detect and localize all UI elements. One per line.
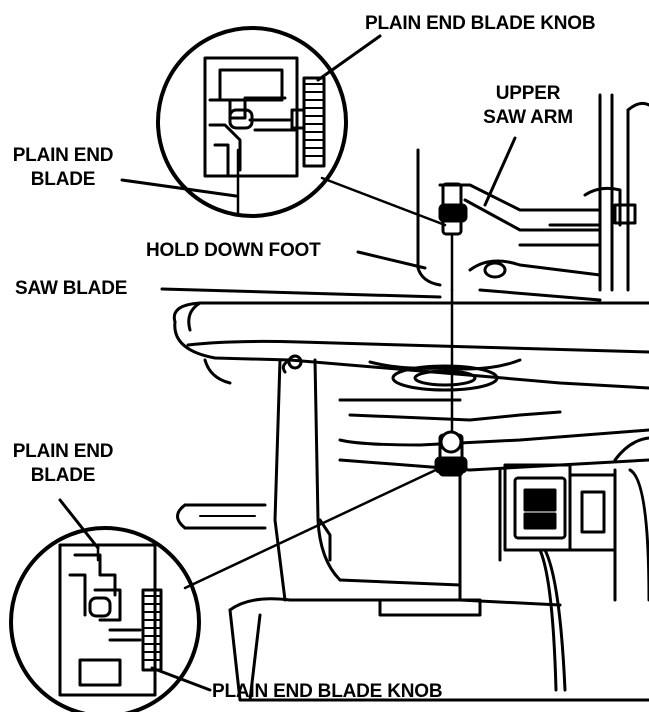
- lower-detail-circle: [9, 526, 201, 712]
- label-plain-end-blade-bottom-line-1: PLAIN END: [12, 441, 114, 462]
- label-plain-end-blade-bottom: PLAIN END BLADE: [4, 440, 122, 488]
- upper-blade-clamp: [438, 182, 468, 292]
- label-saw-blade: SAW BLADE: [15, 278, 128, 299]
- label-upper-saw-arm-line-2: SAW ARM: [483, 107, 573, 128]
- label-plain-end-blade-bottom-line-2: BLADE: [30, 465, 96, 486]
- saw-table-drawing: [172, 301, 649, 422]
- label-upper-saw-arm-line-1: UPPER: [495, 83, 561, 104]
- label-hold-down-foot: HOLD DOWN FOOT: [146, 240, 321, 261]
- label-plain-end-blade-top-line-1: PLAIN END: [12, 145, 114, 166]
- lower-blade-clamp: [434, 288, 468, 477]
- motor-and-switch-drawing: [503, 436, 649, 692]
- label-upper-saw-arm: UPPER SAW ARM: [478, 82, 578, 130]
- label-plain-end-blade-knob-bottom: PLAIN END BLADE KNOB: [212, 681, 443, 702]
- leader-lines: [58, 34, 517, 692]
- upper-detail-circle: [156, 26, 348, 218]
- label-plain-end-blade-top: PLAIN END BLADE: [4, 144, 122, 192]
- label-plain-end-blade-knob-top: PLAIN END BLADE KNOB: [365, 13, 596, 34]
- lower-saw-base-drawing: [176, 354, 649, 702]
- label-plain-end-blade-top-line-2: BLADE: [30, 169, 96, 190]
